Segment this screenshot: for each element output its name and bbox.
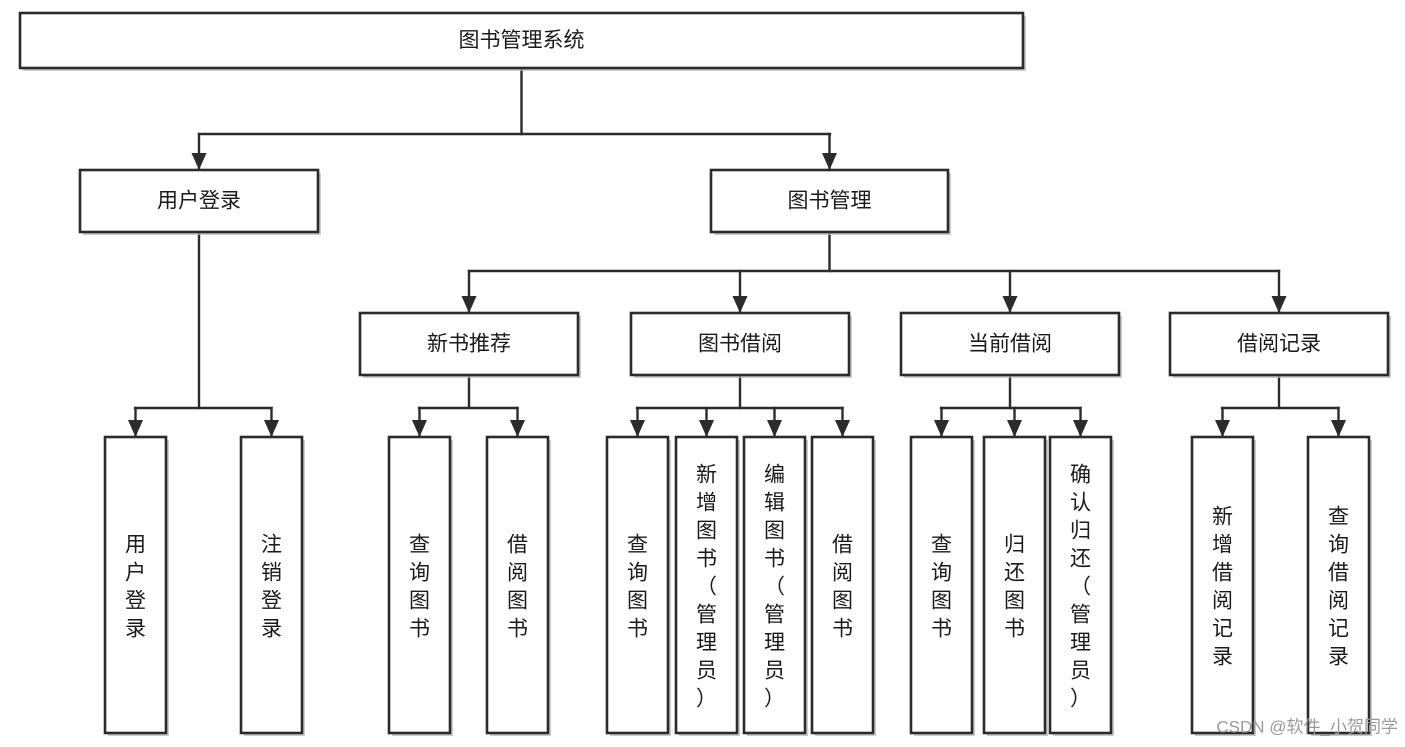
node-label: 注销登录 [261, 533, 282, 640]
connector-group-l2_1 [630, 373, 850, 438]
node-l2_2[interactable]: 当前借阅 [899, 311, 1122, 378]
node-box[interactable] [629, 311, 851, 377]
node-label: 用户登录 [157, 190, 241, 213]
node-label: 查询图书 [931, 533, 952, 640]
node-leaf_7[interactable]: 借阅图书 [810, 435, 876, 736]
node-label: 借阅图书 [507, 533, 528, 640]
node-l2_1[interactable]: 图书借阅 [629, 311, 852, 378]
node-label: 确认归还（管理员） [1070, 463, 1091, 710]
connector-layer [128, 66, 1346, 438]
node-box[interactable] [674, 435, 739, 735]
node-label: 查询借阅记录 [1328, 505, 1349, 668]
node-layer: 图书管理系统用户登录图书管理新书推荐图书借阅当前借阅借阅记录用户登录注销登录查询… [18, 11, 1391, 736]
node-l1_1[interactable]: 图书管理 [709, 168, 951, 235]
connector-group-l1_1 [461, 230, 1287, 314]
connector-group-l2_3 [1215, 373, 1346, 438]
node-box[interactable] [605, 435, 670, 735]
node-box[interactable] [810, 435, 875, 735]
node-box[interactable] [909, 435, 974, 735]
node-box[interactable] [709, 168, 950, 234]
node-label: 归还图书 [1004, 533, 1025, 640]
node-leaf_3[interactable]: 借阅图书 [485, 435, 551, 736]
node-leaf_10[interactable]: 确认归还（管理员） [1048, 435, 1114, 736]
node-box[interactable] [1048, 435, 1113, 735]
node-leaf_2[interactable]: 查询图书 [387, 435, 453, 736]
node-leaf_0[interactable]: 用户登录 [103, 435, 169, 736]
connector-group-l2_0 [412, 373, 525, 438]
node-label: 借阅图书 [832, 533, 853, 640]
node-l2_3[interactable]: 借阅记录 [1168, 311, 1391, 378]
node-leaf_4[interactable]: 查询图书 [605, 435, 671, 736]
node-box[interactable] [899, 311, 1121, 377]
node-box[interactable] [78, 168, 320, 234]
node-l1_0[interactable]: 用户登录 [78, 168, 321, 235]
node-label: 当前借阅 [968, 333, 1052, 356]
connector-group-root [191, 66, 837, 171]
node-label: 新增借阅记录 [1212, 505, 1233, 668]
node-leaf_11[interactable]: 新增借阅记录 [1190, 435, 1256, 736]
node-label: 新书推荐 [427, 333, 511, 356]
node-box[interactable] [103, 435, 168, 735]
node-box[interactable] [18, 11, 1025, 70]
node-leaf_1[interactable]: 注销登录 [239, 435, 305, 736]
node-label: 图书借阅 [698, 333, 782, 356]
node-label: 图书管理 [788, 190, 872, 213]
node-l2_0[interactable]: 新书推荐 [358, 311, 581, 378]
node-box[interactable] [1190, 435, 1255, 735]
node-box[interactable] [742, 435, 807, 735]
node-label: 借阅记录 [1237, 333, 1321, 356]
node-label: 用户登录 [125, 533, 146, 640]
node-label: 图书管理系统 [459, 29, 585, 52]
node-label: 新增图书（管理员） [696, 463, 717, 710]
node-box[interactable] [1306, 435, 1371, 735]
node-box[interactable] [387, 435, 452, 735]
csdn-watermark: CSDN @软件_小贺同学 [1216, 717, 1398, 736]
node-leaf_6[interactable]: 编辑图书（管理员） [742, 435, 808, 736]
node-label: 查询图书 [409, 533, 430, 640]
node-leaf_8[interactable]: 查询图书 [909, 435, 975, 736]
node-box[interactable] [485, 435, 550, 735]
node-label: 编辑图书（管理员） [764, 463, 785, 710]
node-box[interactable] [239, 435, 304, 735]
node-leaf_12[interactable]: 查询借阅记录 [1306, 435, 1372, 736]
node-box[interactable] [1168, 311, 1390, 377]
node-box[interactable] [358, 311, 580, 377]
node-root[interactable]: 图书管理系统 [18, 11, 1026, 71]
connector-group-l1_0 [128, 230, 279, 438]
connector-group-l2_2 [934, 373, 1088, 438]
node-leaf_9[interactable]: 归还图书 [982, 435, 1048, 736]
node-box[interactable] [982, 435, 1047, 735]
node-label: 查询图书 [627, 533, 648, 640]
node-leaf_5[interactable]: 新增图书（管理员） [674, 435, 740, 736]
